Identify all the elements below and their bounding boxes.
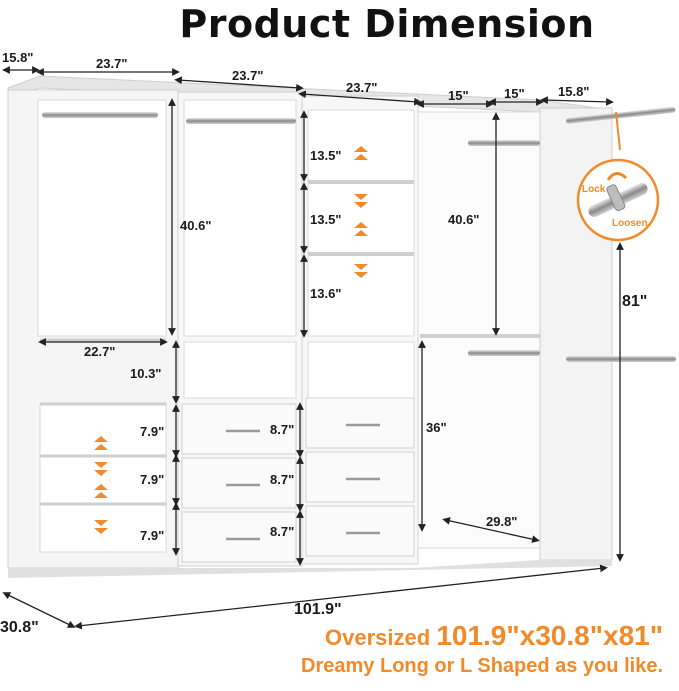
tagline-dimensions: 101.9"x30.8"x81"	[436, 620, 663, 651]
tagline-shape: Dreamy Long or L Shaped as you like.	[301, 655, 663, 677]
dim-width-4: 15"	[448, 88, 469, 103]
dim-total-depth: 30.8"	[0, 619, 39, 636]
adjust-arrows-icon	[94, 146, 368, 534]
dim-hang-right: 40.6"	[448, 212, 479, 227]
dim-total-width: 101.9"	[294, 601, 342, 618]
dim-lower-1: 7.9"	[140, 424, 164, 439]
dim-drawer-1: 8.7"	[270, 422, 294, 437]
dimension-labels: 15.8" 23.7" 23.7" 23.7" 15" 15" 15.8" 40…	[0, 50, 647, 636]
rod-lock-callout: Lock Loosen	[576, 111, 660, 242]
dim-width-2: 23.7"	[232, 68, 263, 83]
dim-width-1: 23.7"	[96, 56, 127, 71]
dim-side-depth: 15.8"	[2, 50, 33, 65]
dim-hang-left: 40.6"	[180, 218, 211, 233]
dim-shelf-3: 13.6"	[310, 286, 341, 301]
loosen-label: Loosen	[612, 218, 648, 229]
dim-drawer-2: 8.7"	[270, 472, 294, 487]
dim-shelf-1: 13.5"	[310, 148, 341, 163]
dim-drawer-3: 8.7"	[270, 524, 294, 539]
dim-upper-cubby: 10.3"	[130, 366, 161, 381]
dim-lower-3: 7.9"	[140, 528, 164, 543]
drawer-stack-left	[181, 403, 297, 563]
dim-height-total: 81"	[622, 293, 647, 310]
drawer-stack-right	[305, 397, 415, 557]
dim-width-6: 15.8"	[558, 84, 589, 99]
hanging-rods	[42, 106, 676, 362]
tagline-prefix: Oversized	[325, 625, 437, 650]
tagline-size: Oversized 101.9"x30.8"x81"	[0, 620, 679, 652]
dim-shelf-width: 22.7"	[84, 344, 115, 359]
dim-width-3: 23.7"	[346, 80, 377, 95]
dim-low-hang: 36"	[426, 420, 447, 435]
dimension-lines	[2, 66, 624, 630]
dim-lower-2: 7.9"	[140, 472, 164, 487]
lock-label: Lock	[582, 184, 606, 195]
page-title: Product Dimension	[179, 2, 595, 46]
closet-body	[7, 75, 613, 578]
dim-corner-depth: 29.8"	[486, 514, 517, 529]
dim-shelf-2: 13.5"	[310, 212, 341, 227]
dim-width-5: 15"	[504, 86, 525, 101]
